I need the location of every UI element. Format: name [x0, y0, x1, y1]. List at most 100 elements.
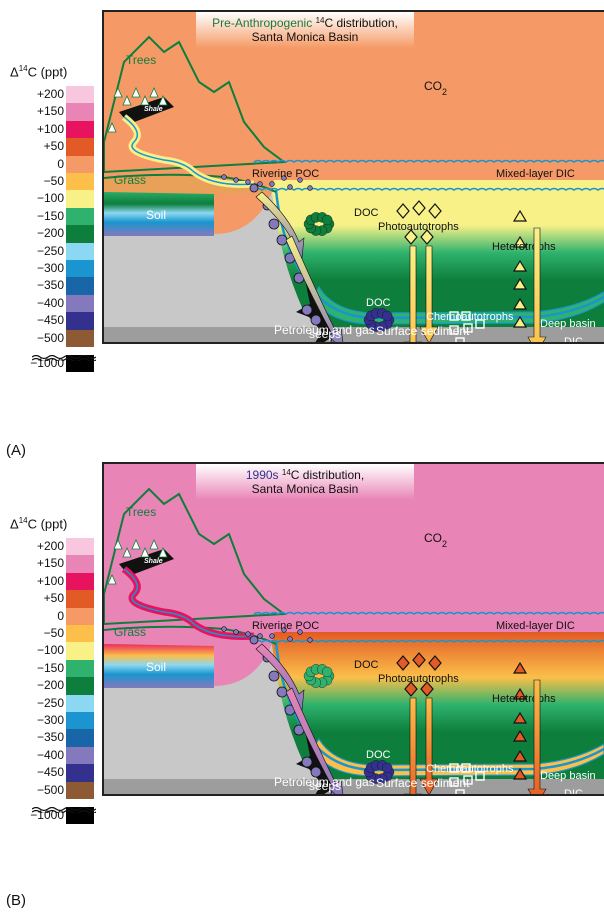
doc-label-lower: DOC	[366, 749, 391, 761]
doc-label-upper: DOC	[354, 207, 379, 219]
legend-item-label: −300	[36, 261, 64, 275]
chemoautotroph-icon	[461, 311, 471, 321]
legend-item-swatch	[66, 590, 94, 608]
chemoautotroph-icon	[461, 763, 471, 773]
legend-item-swatch	[66, 190, 94, 208]
tree-icon	[149, 539, 159, 550]
legend-item: +200	[0, 538, 100, 556]
surface-sediment-label: Surface sediment	[376, 776, 470, 790]
legend-item-label: −250	[36, 243, 64, 258]
sea-surface-line	[253, 611, 604, 615]
co2-label: CO2	[424, 79, 447, 97]
poc-particle	[297, 629, 303, 635]
petroleum-label: Petroleum and gas	[274, 775, 375, 789]
chemoautotroph-icon	[449, 311, 459, 321]
photoautotroph-icon	[412, 652, 426, 668]
continental-shelf	[104, 192, 364, 342]
legend-item-swatch	[66, 329, 94, 347]
panel-subtitle: Santa Monica Basin	[252, 482, 359, 496]
doc-cluster-upper	[303, 664, 335, 688]
panel-subtitle: Santa Monica Basin	[252, 30, 359, 44]
doc-cluster-upper	[303, 212, 335, 236]
heterotroph-icon	[512, 661, 528, 674]
legend-item-label: +200	[36, 87, 64, 101]
poc-particle	[245, 179, 251, 185]
legend-item-swatch	[66, 312, 94, 330]
soil-layer	[104, 190, 214, 236]
panel-title: 1990s 14C distribution,	[246, 468, 364, 483]
panel-label-a: (A)	[6, 442, 26, 459]
heterotrophs-label: Heterotrophs	[492, 693, 556, 705]
deep-basin-label: Deep basin	[540, 770, 596, 782]
heterotroph-icon	[512, 259, 528, 272]
legend-item-swatch	[66, 607, 94, 625]
legend-item: +100	[0, 572, 100, 591]
legend-item: −300	[0, 712, 100, 730]
poc-flux-arrow	[285, 235, 344, 342]
heterotroph-icon	[512, 729, 528, 742]
legend-item: −150	[0, 207, 100, 226]
basin-diagram: ShaleTreesDOCDOCPhotoautotrophsHeterotro…	[104, 12, 604, 342]
photoautotroph-icon	[428, 655, 442, 671]
doc-cluster-lower	[363, 308, 395, 332]
legend-item-swatch	[66, 294, 94, 313]
legend-item-swatch	[66, 103, 94, 121]
legend-item-swatch	[66, 277, 94, 295]
legend-item-label: −100	[36, 643, 64, 658]
poc-particle	[257, 633, 263, 639]
sinking-poc	[249, 635, 259, 645]
poc-particle	[307, 637, 313, 643]
soil-label: Soil	[146, 660, 166, 674]
legend-item-swatch	[66, 225, 94, 243]
river-edge	[123, 568, 255, 638]
doc-cluster-lower	[363, 760, 395, 784]
photoautotroph-icon	[420, 681, 434, 697]
poc-particle	[307, 185, 313, 191]
poc-particle	[245, 631, 251, 637]
legend-item-swatch	[66, 207, 94, 226]
chemoautotroph-icon	[455, 789, 465, 794]
photo-flux-arrow	[419, 245, 439, 342]
photoautotroph-icon	[420, 229, 434, 245]
photoautotroph-icon	[404, 229, 418, 245]
seep-fracture	[296, 726, 332, 794]
legend-item-swatch	[66, 625, 94, 643]
heterotroph-icon	[512, 235, 528, 248]
legend-item-swatch	[66, 764, 94, 782]
sinking-poc	[268, 218, 280, 230]
surface-sediment-label: Surface sediment	[376, 324, 470, 338]
tree-icon	[122, 547, 132, 558]
heterotroph-icon	[512, 315, 528, 328]
legend-item-label: −150	[36, 660, 64, 675]
title-highlight: Pre-Anthropogenic	[212, 16, 315, 30]
riverine-poc-label: Riverine POC	[252, 168, 319, 180]
poc-particle	[269, 633, 275, 639]
legend-item: −350	[0, 729, 100, 747]
legend-item-label: −350	[36, 278, 64, 293]
grass-label: Grass	[114, 625, 146, 639]
seep-fracture	[296, 274, 332, 342]
legend-item-label: +50	[43, 591, 64, 606]
legend-item: −50	[0, 173, 100, 191]
legend-item-label: −250	[36, 695, 64, 710]
legend-item: −50	[0, 625, 100, 643]
legend-item-label: −50	[43, 626, 64, 640]
heterotroph-icon	[512, 749, 528, 762]
scale-break-icon	[31, 800, 97, 815]
photoautotroph-icon	[396, 655, 410, 671]
poc-particle	[233, 177, 239, 183]
tree-icon	[122, 95, 132, 106]
sinking-poc	[301, 304, 313, 316]
doc-label-lower: DOC	[366, 297, 391, 309]
trees-label: Trees	[126, 53, 156, 67]
chemoautotroph-icon	[455, 337, 465, 342]
scale-break-icon	[31, 348, 97, 363]
seeps-label: seeps	[309, 327, 341, 341]
riverine-poc-label: Riverine POC	[252, 620, 319, 632]
poc-particle	[287, 184, 293, 190]
legend-item-swatch	[66, 712, 94, 730]
legend-item-label: +50	[43, 139, 64, 154]
heterotroph-icon	[512, 297, 528, 310]
